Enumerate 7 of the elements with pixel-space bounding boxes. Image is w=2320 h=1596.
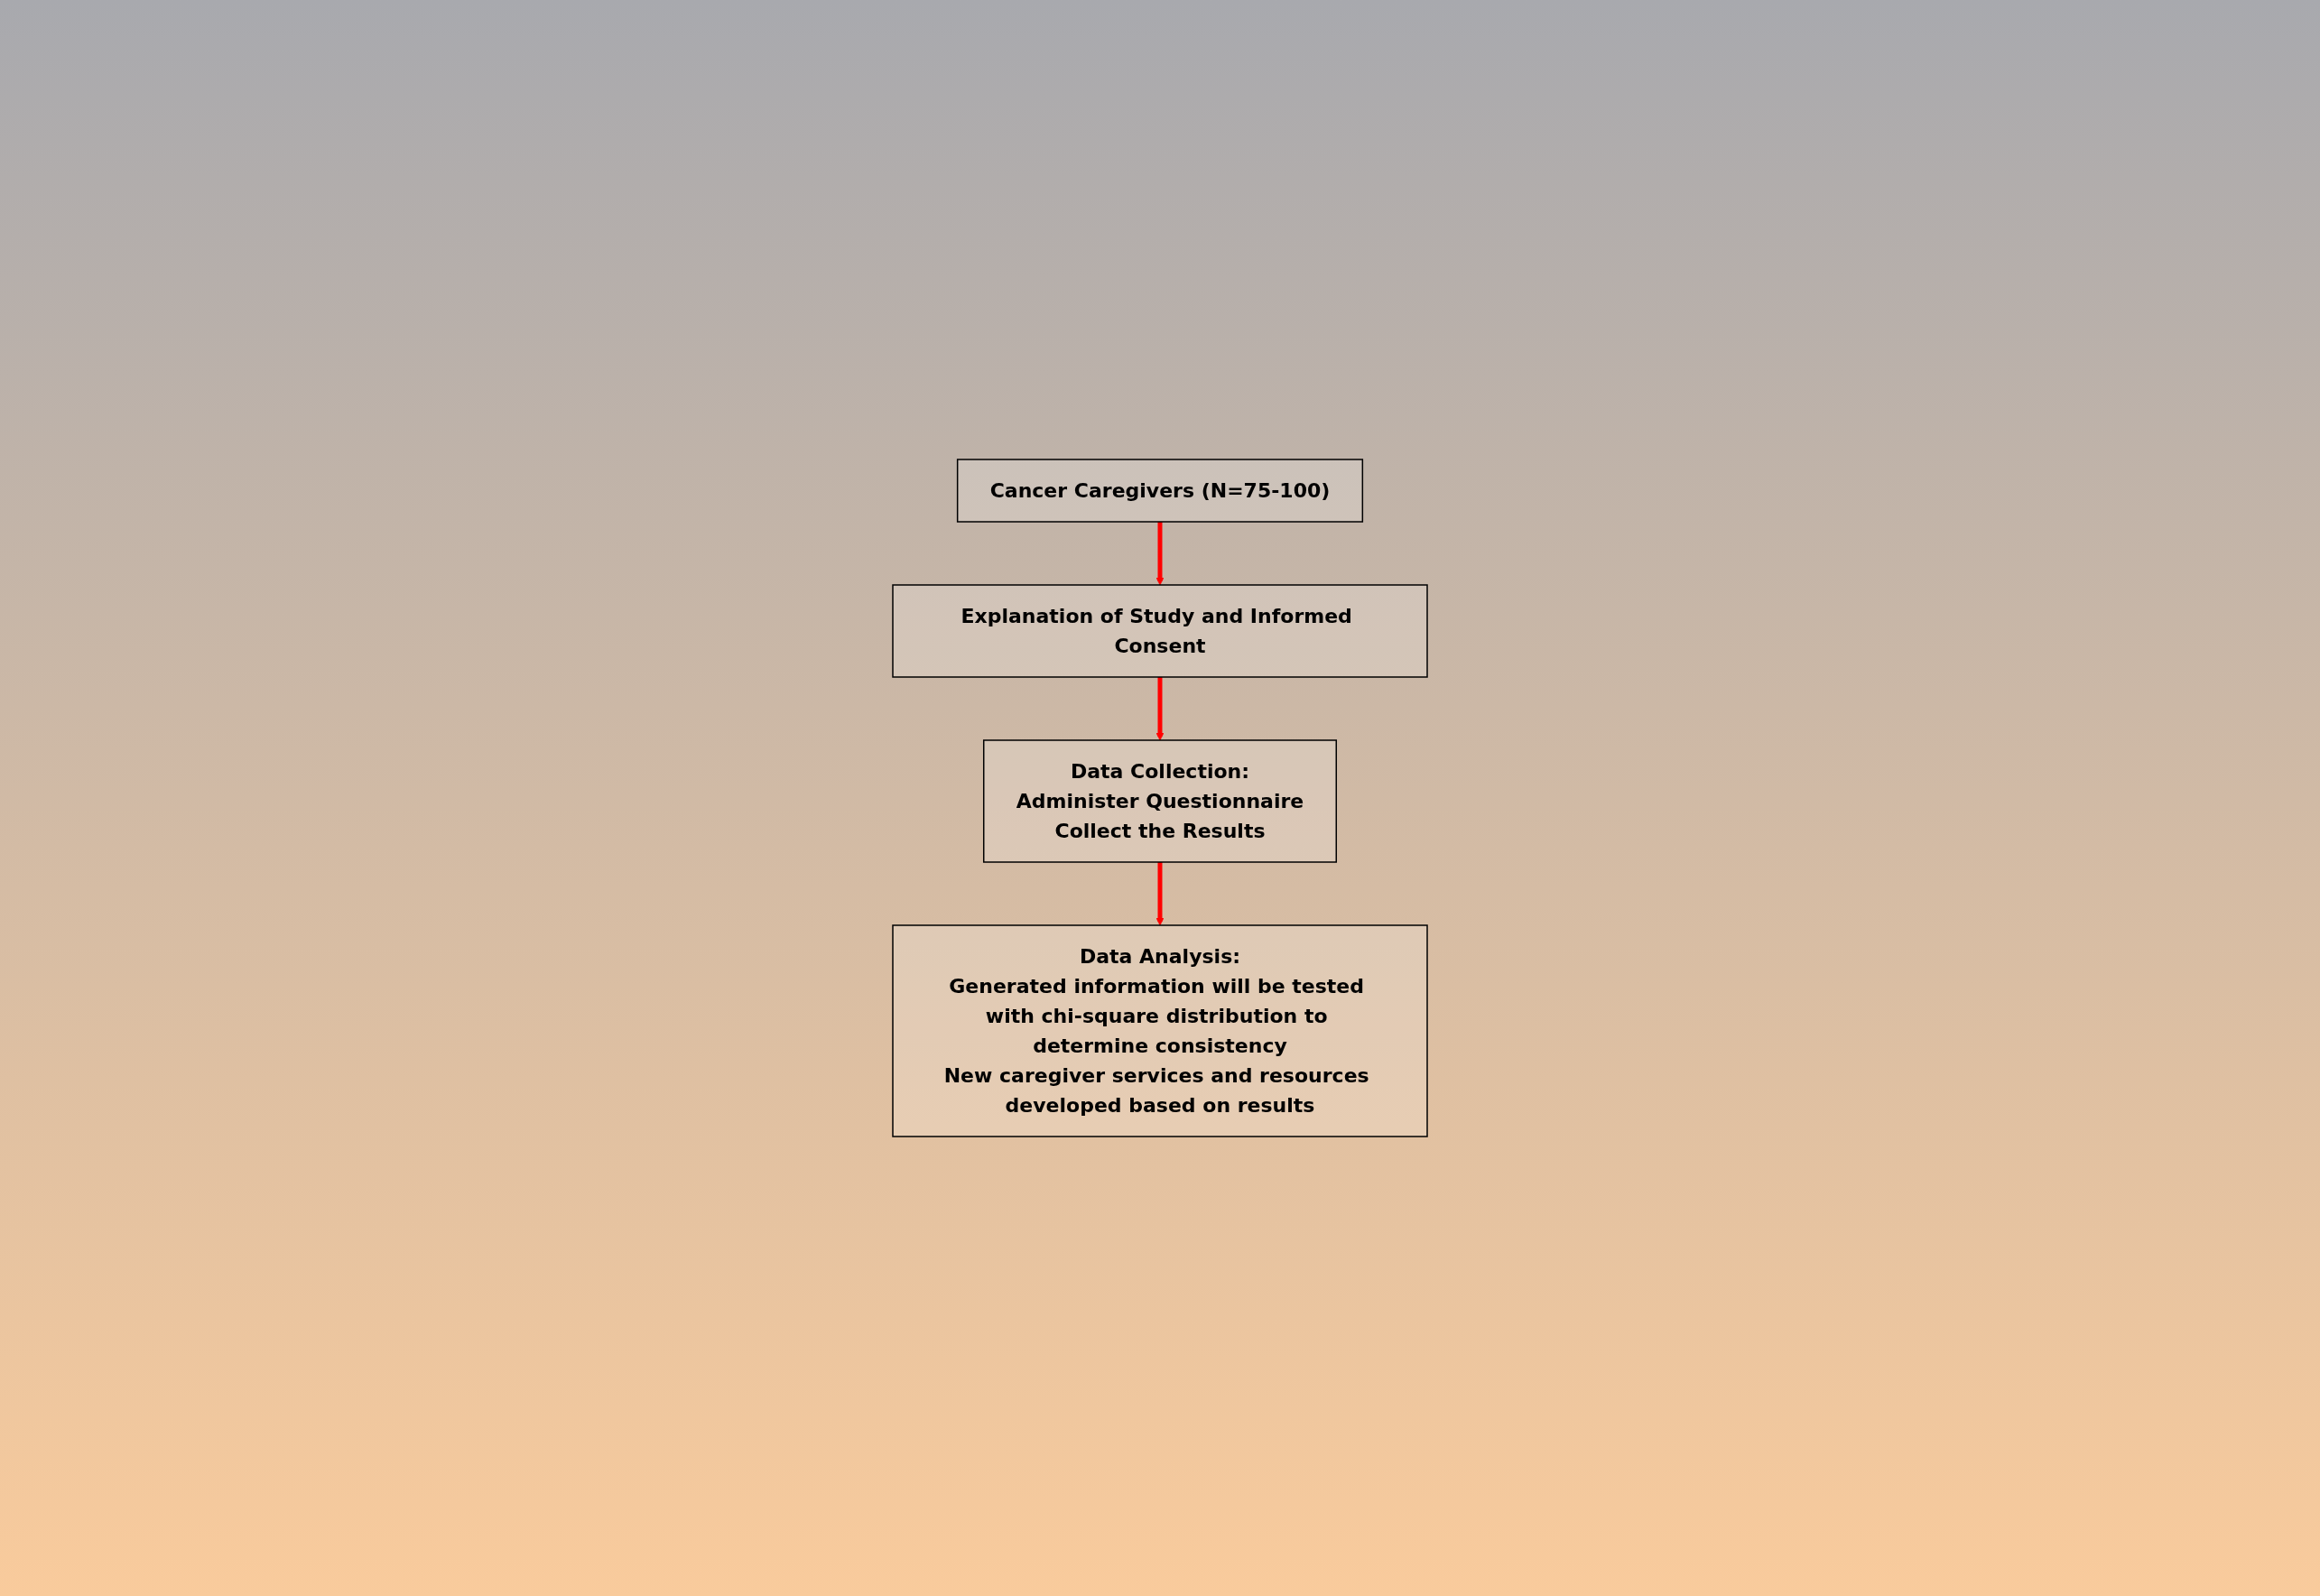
node-box: Cancer Caregivers (N=75-100): [956, 459, 1364, 523]
node-box: Explanation of Study and Informed Consent: [892, 584, 1428, 678]
arrow: [1155, 862, 1165, 926]
arrow: [1155, 677, 1165, 741]
arrow: [1155, 522, 1165, 586]
node-box: Data Analysis: Generated information will be tested with chi-square distribution to determine consistency New caregiver services and resources developed based on results: [892, 924, 1428, 1137]
node-box: Data Collection: Administer Questionnaire Collect the Results: [983, 739, 1337, 863]
